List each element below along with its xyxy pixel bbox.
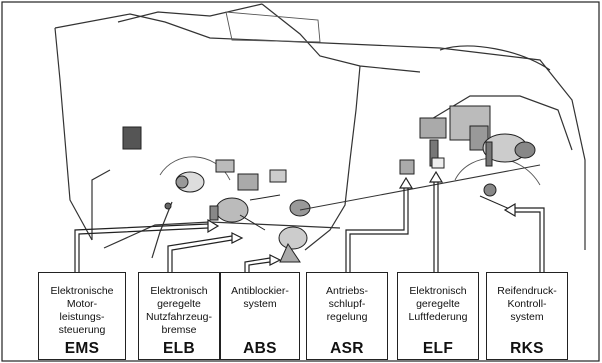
system-abbreviation: RKS: [487, 340, 567, 358]
system-abbreviation: ELF: [398, 340, 478, 358]
system-abbreviation: ELB: [139, 340, 219, 358]
system-box-abs: Antiblockier- system ABS: [220, 272, 300, 360]
system-description: Elektronisch geregelte Luftfederung: [400, 285, 476, 324]
system-abbreviation: ASR: [307, 340, 387, 358]
connector-arrows: [75, 172, 544, 272]
system-box-asr: Antriebs- schlupf- regelung ASR: [306, 272, 388, 360]
system-box-elf: Elektronisch geregelte Luftfederung ELF: [397, 272, 479, 360]
rear-axle-components: [300, 106, 540, 210]
system-abbreviation: ABS: [221, 340, 299, 358]
system-description: Antiblockier- system: [223, 285, 297, 311]
system-description: Antriebs- schlupf- regelung: [309, 285, 385, 324]
system-description: Reifendruck- Kontroll- system: [489, 285, 565, 324]
system-abbreviation: EMS: [39, 340, 125, 358]
system-box-rks: Reifendruck- Kontroll- system RKS: [486, 272, 568, 360]
system-box-elb: Elektronisch geregelte Nutzfahrzeug- bre…: [138, 272, 220, 360]
brake-components: [165, 160, 310, 262]
system-description: Elektronische Motor- leistungs- steuerun…: [41, 285, 123, 337]
system-box-ems: Elektronische Motor- leistungs- steuerun…: [38, 272, 126, 360]
control-unit-box: [123, 127, 141, 149]
system-description: Elektronisch geregelte Nutzfahrzeug- bre…: [141, 285, 217, 337]
